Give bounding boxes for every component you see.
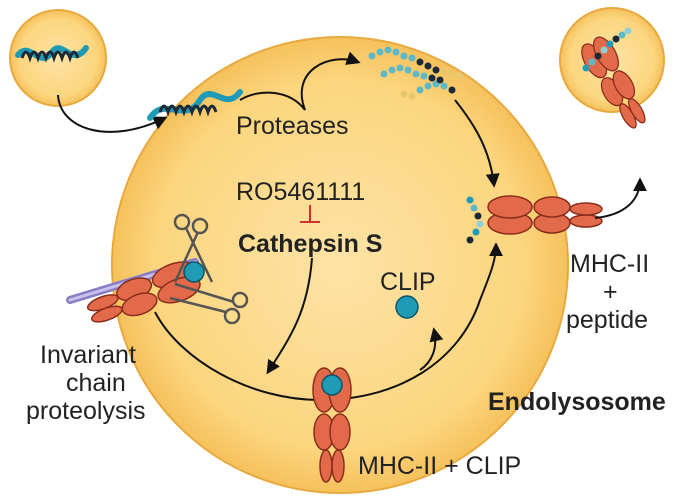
mhc-peptide-complex-icon xyxy=(487,195,603,235)
clip-peptide-icon xyxy=(395,295,419,319)
invariant-chain-coil-icon xyxy=(147,89,243,121)
proteases-label: Proteases xyxy=(236,112,349,140)
protease-arrow xyxy=(300,51,361,111)
mhc-peptide-label-line2: + xyxy=(603,278,618,306)
entry-arrow xyxy=(57,94,168,133)
entry-vesicle xyxy=(9,9,107,107)
invariant-label-line1: Invariant xyxy=(40,341,136,369)
cathepsin-arrow xyxy=(266,257,313,375)
peptide-chain-icon xyxy=(582,27,632,72)
drug-label: RO5461111 xyxy=(236,178,365,206)
inhibition-icon xyxy=(300,205,320,223)
endolysosome-vesicle xyxy=(111,36,569,494)
peptide-fragments-icon xyxy=(368,46,464,100)
cathepsin-label: Cathepsin S xyxy=(238,230,382,258)
invariant-chain-coil-icon xyxy=(15,45,89,63)
scissors-icon xyxy=(169,282,249,325)
processing-cycle-arrow xyxy=(154,242,503,402)
clip-label: CLIP xyxy=(380,268,436,296)
clip-release-arrow xyxy=(419,327,444,371)
export-arrow xyxy=(594,177,647,219)
mhc-peptide-label-line3: peptide xyxy=(566,306,648,334)
mhc-peptide-label-line1: MHC-II xyxy=(570,250,649,278)
clip-peptide-icon xyxy=(321,374,343,396)
invariant-label-line3: proteolysis xyxy=(26,397,146,425)
invariant-label-line2: chain xyxy=(66,369,126,397)
peptide-loading-arrow xyxy=(454,99,500,188)
mhc-clip-label: MHC-II + CLIP xyxy=(358,452,521,480)
protease-stem xyxy=(239,91,306,111)
bound-peptide-icon xyxy=(466,196,484,244)
compartment-label: Endolysosome xyxy=(488,388,666,416)
clip-peptide-icon xyxy=(183,261,205,283)
scissors-icon xyxy=(173,213,214,283)
